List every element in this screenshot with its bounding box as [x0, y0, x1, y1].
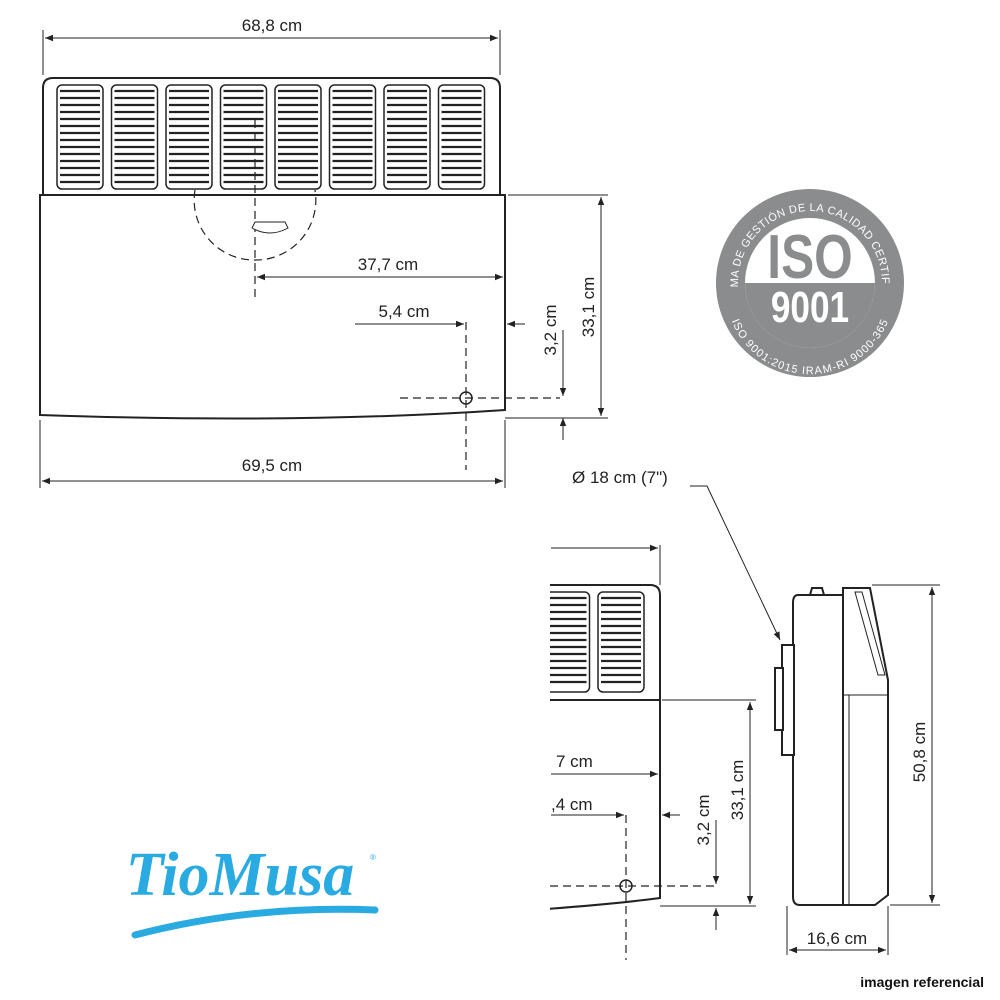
grille-panel — [328, 84, 377, 190]
grille-panel — [550, 591, 591, 693]
detail-side-offset-label: ,4 cm — [551, 795, 593, 814]
iso-number: 9001 — [771, 283, 849, 332]
grille-panel — [597, 591, 645, 693]
heater-body — [39, 194, 506, 420]
side-height-label: 50,8 cm — [910, 722, 929, 782]
side-offset-label: 5,4 cm — [378, 302, 429, 321]
svg-text:TioMusa: TioMusa — [126, 841, 355, 909]
tiomusa-logo: TioMusa ® — [126, 841, 379, 939]
side-view: Ø 18 cm (7") 50,8 cm 16,6 cm — [572, 468, 940, 955]
grille-panels — [56, 84, 486, 190]
flue-outline — [193, 189, 317, 261]
grille-panel — [437, 84, 486, 190]
top-width-label: 68,8 cm — [242, 16, 302, 35]
outlet-offset-label: 37,7 cm — [358, 255, 418, 274]
iso-text: ISO — [767, 222, 852, 292]
grille-panel — [219, 84, 268, 190]
bottom-width-label: 69,5 cm — [242, 456, 302, 475]
grille-panel — [56, 84, 104, 190]
grille-panel — [274, 84, 322, 190]
detail-outlet-label: 7 cm — [556, 752, 593, 771]
detail-bottom-offset-label: 3,2 cm — [694, 794, 713, 845]
detail-view: 7 cm ,4 cm 3,2 cm 33,1 cm — [489, 544, 756, 960]
bottom-offset-label: 3,2 cm — [541, 304, 560, 355]
grille-panel — [110, 84, 159, 190]
grille-panel — [489, 592, 535, 692]
body-height-label: 33,1 cm — [579, 277, 598, 337]
front-view: 68,8 cm 69,5 cm 37,7 cm 5,4 cm 3,2 cm 33… — [39, 16, 608, 488]
flue-diameter-label: Ø 18 cm (7") — [572, 468, 668, 487]
side-depth-label: 16,6 cm — [807, 929, 867, 948]
brand-badge — [251, 221, 289, 234]
svg-text:®: ® — [370, 853, 376, 862]
detail-body-height-label: 33,1 cm — [728, 760, 747, 820]
grille-panel — [165, 84, 213, 190]
reference-image-caption: imagen referencial — [860, 974, 984, 990]
grille-panel — [383, 84, 431, 190]
